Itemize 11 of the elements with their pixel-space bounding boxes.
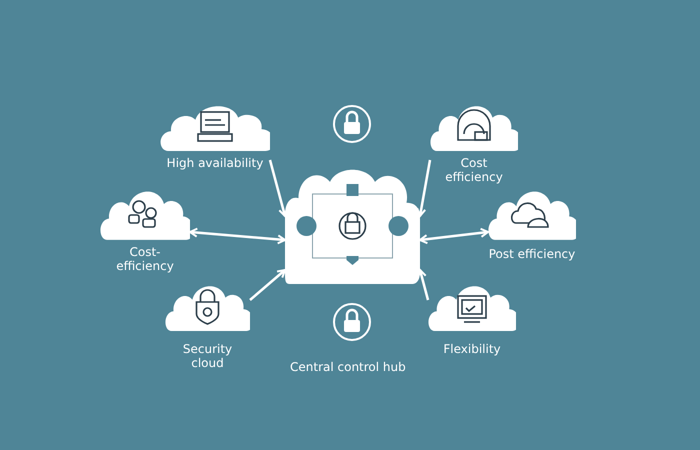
arrow: [416, 160, 432, 217]
arrow: [419, 228, 489, 244]
node-label: Cost- efficiency: [115, 245, 175, 273]
node-label: Post efficiency: [488, 247, 576, 261]
arrow: [249, 269, 286, 301]
node-label: Security cloud: [182, 342, 234, 370]
node-label: High availability: [166, 156, 264, 170]
arrow: [189, 228, 286, 244]
node-label: Cost efficiency: [444, 156, 504, 184]
caption-text: Central control hub: [290, 360, 406, 374]
node-label: Flexibility: [442, 342, 502, 356]
